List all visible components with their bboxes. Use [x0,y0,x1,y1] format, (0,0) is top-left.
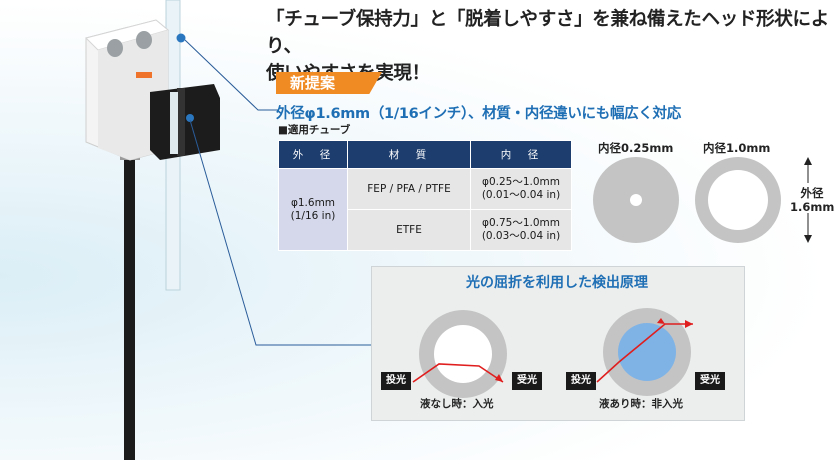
emitter-tag-right: 投光 [566,372,596,390]
receiver-tag-right: 受光 [695,372,725,390]
spec-table: 外 径 材 質 内 径 φ1.6mm (1/16 in) FEP / PFA /… [278,140,572,251]
leader-line [189,119,270,346]
leader-extension [270,109,371,346]
sensor-cable [124,148,135,460]
outer-diameter-cell: φ1.6mm (1/16 in) [278,168,348,251]
light-ray-empty [412,363,504,383]
principle-title: 光の屈折を利用した検出原理 [466,275,648,291]
inner-diameter-cell: φ0.75〜1.0mm (0.03〜0.04 in) [470,209,572,251]
material-cell: ETFE [347,209,471,251]
header-material: 材 質 [347,140,471,169]
subheading: 外径φ1.6mm（1/16インチ）、材質・内径違いにも幅広く対応 [276,106,681,122]
principle-diagram [412,308,693,398]
leader-line [184,39,270,111]
tube-cross-sections [593,157,830,243]
sensor-illustration [85,0,270,460]
header-inner-diameter: 内 径 [470,140,572,169]
inner-diameter-cell: φ0.25〜1.0mm (0.01〜0.04 in) [470,168,572,210]
emitter-tag-left: 投光 [381,372,411,390]
mount-hole [136,31,152,49]
caption-liquid: 液あり時：非入光 [599,398,683,410]
material-cell: FEP / PFA / PTFE [347,168,471,210]
table-row: φ1.6mm (1/16 in) FEP / PFA / PTFE φ0.25〜… [278,168,572,251]
sensor-label [136,72,152,78]
label-inner-large: 内径1.0mm [703,141,771,155]
table-header-row: 外 径 材 質 内 径 [278,140,572,169]
receiver-tag-left: 受光 [512,372,542,390]
label-inner-small: 内径0.25mm [598,141,674,155]
headline-line1: 「チューブ保持力」と「脱着しやすさ」を兼ね備えたヘッド形状により、 [266,9,829,57]
header-outer-diameter: 外 径 [278,140,348,169]
tube-label: ■適用チューブ [278,124,351,136]
caption-empty: 液なし時：入光 [420,398,494,410]
table-row: ETFE φ0.75〜1.0mm (0.03〜0.04 in) [279,209,572,251]
new-proposal-badge: 新提案 [276,72,382,94]
light-ray-liquid [596,323,693,383]
mount-hole [107,39,123,57]
outer-diameter-label: 外径 1.6mm [790,186,834,214]
